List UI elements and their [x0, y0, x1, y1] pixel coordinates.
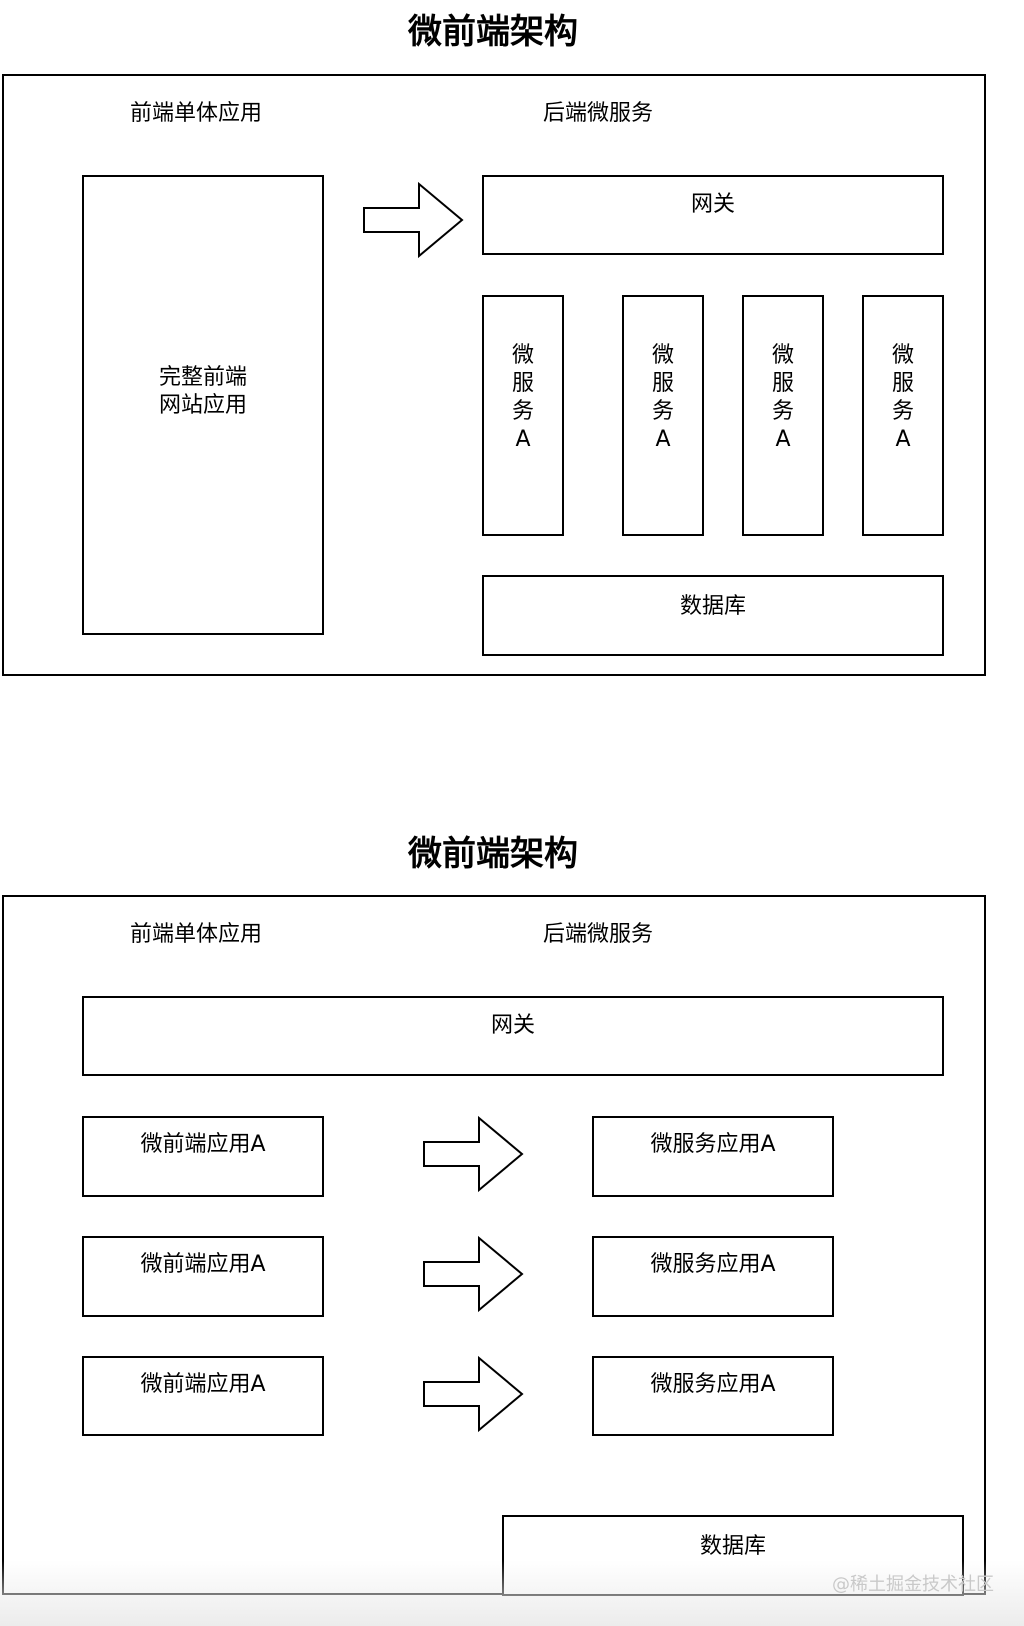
microservice-app-box: 微服务应用A [592, 1236, 834, 1317]
microservice-label: 微 服 务 A [891, 343, 914, 452]
microservice-app-box: 微服务应用A [592, 1116, 834, 1197]
microservice-box: 微 服 务 A [862, 295, 944, 536]
microservice-label: 微 服 务 A [651, 343, 674, 452]
diagram2-gateway-box: 网关 [82, 996, 944, 1076]
micro-frontend-box: 微前端应用A [82, 1116, 324, 1197]
microservice-label: 微 服 务 A [511, 343, 534, 452]
microservice-box: 微 服 务 A [742, 295, 824, 536]
arrow-right-icon [423, 1115, 524, 1193]
diagram2-frontend-label: 前端单体应用 [130, 922, 263, 947]
diagram2-backend-label: 后端微服务 [543, 922, 654, 947]
diagram1-gateway-box: 网关 [482, 175, 944, 255]
microservice-app-label: 微服务应用A [650, 1132, 776, 1157]
micro-frontend-box: 微前端应用A [82, 1236, 324, 1317]
frontend-monolith-label: 完整前端 网站应用 [158, 365, 247, 418]
micro-frontend-label: 微前端应用A [140, 1372, 266, 1397]
micro-frontend-label: 微前端应用A [140, 1252, 266, 1277]
frontend-monolith-box: 完整前端 网站应用 [82, 175, 324, 635]
arrow-right-icon [423, 1355, 524, 1433]
diagram1-frontend-label: 前端单体应用 [130, 101, 263, 126]
watermark: @稀土掘金技术社区 [832, 1574, 994, 1595]
bottom-shade [0, 1560, 1024, 1626]
arrow-right-icon [423, 1235, 524, 1313]
arrow-right-icon [363, 181, 464, 259]
micro-frontend-box: 微前端应用A [82, 1356, 324, 1436]
microservice-box: 微 服 务 A [482, 295, 564, 536]
diagram2-title: 微前端架构 [408, 834, 578, 874]
diagram1-database-box: 数据库 [482, 575, 944, 656]
diagram1-backend-label: 后端微服务 [543, 101, 654, 126]
microservice-app-box: 微服务应用A [592, 1356, 834, 1436]
diagram1-title: 微前端架构 [408, 12, 578, 52]
microservice-box: 微 服 务 A [622, 295, 704, 536]
diagram2-database-label: 数据库 [699, 1534, 766, 1559]
diagram2-gateway-label: 网关 [490, 1013, 535, 1038]
diagram1-gateway-label: 网关 [690, 192, 735, 217]
microservice-label: 微 服 务 A [771, 343, 794, 452]
microservice-app-label: 微服务应用A [650, 1252, 776, 1277]
microservice-app-label: 微服务应用A [650, 1372, 776, 1397]
micro-frontend-label: 微前端应用A [140, 1132, 266, 1157]
diagram1-database-label: 数据库 [679, 594, 746, 619]
